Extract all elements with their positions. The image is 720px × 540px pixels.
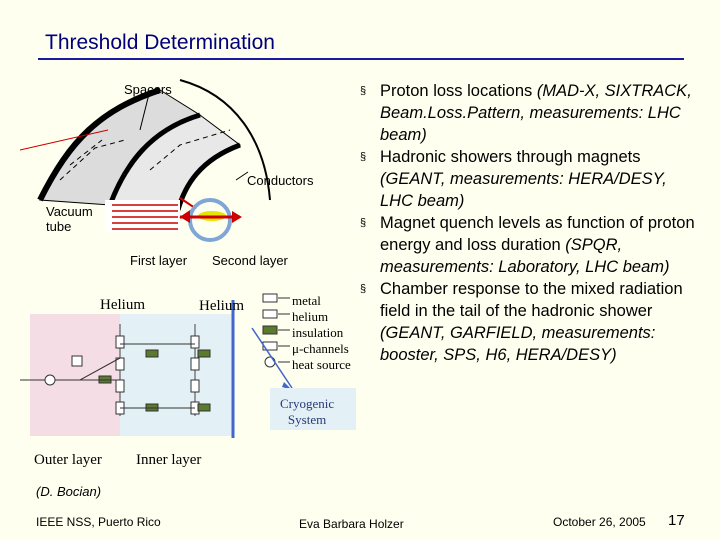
label-first-layer: First layer xyxy=(130,253,188,268)
label-helium-left: Helium xyxy=(100,297,145,313)
legend-metal: metal xyxy=(292,293,321,308)
bullet-marker: § xyxy=(360,85,367,97)
legend-mu-channels: μ-channels xyxy=(292,341,349,356)
bullet-marker: § xyxy=(360,283,367,295)
bullet-item: §Proton loss locations (MAD-X, SIXTRACK,… xyxy=(360,82,692,144)
thermal-network xyxy=(20,293,356,438)
legend-helium: helium xyxy=(292,309,329,324)
label-helium-right: Helium xyxy=(199,298,244,314)
label-outer-layer: Outer layer xyxy=(34,452,102,468)
label-second-layer: Second layer xyxy=(212,253,288,268)
label-inner-layer: Inner layer xyxy=(136,452,202,468)
bullet-list: §Proton loss locations (MAD-X, SIXTRACK,… xyxy=(360,80,700,366)
footer-date: October 26, 2005 xyxy=(553,515,646,529)
legend-list: metal helium insulation μ-channels heat … xyxy=(292,293,351,373)
legend-insulation: insulation xyxy=(292,325,344,340)
label-vacuum-tube: Vacuum tube xyxy=(46,204,93,234)
magnet-cross-section xyxy=(19,79,271,242)
bullet-marker: § xyxy=(360,151,367,163)
label-spacers: Spacers xyxy=(124,82,172,97)
page-number: 17 xyxy=(668,512,685,529)
footer-conference: IEEE NSS, Puerto Rico xyxy=(36,515,161,529)
slide-title: Threshold Determination xyxy=(45,31,275,54)
footer-author: Eva Barbara Holzer xyxy=(299,517,404,531)
label-conductors: Conductors xyxy=(247,173,314,188)
label-cryogenic-system: Cryogenic System xyxy=(280,396,335,427)
title-rule xyxy=(38,58,684,60)
bullet-item: §Hadronic showers through magnets (GEANT… xyxy=(360,148,667,210)
credit: (D. Bocian) xyxy=(36,484,102,499)
legend-heat-source: heat source xyxy=(292,357,351,372)
bullet-item: §Chamber response to the mixed radiation… xyxy=(360,280,683,364)
bullet-marker: § xyxy=(360,217,367,229)
bullet-item: §Magnet quench levels as function of pro… xyxy=(360,214,695,276)
